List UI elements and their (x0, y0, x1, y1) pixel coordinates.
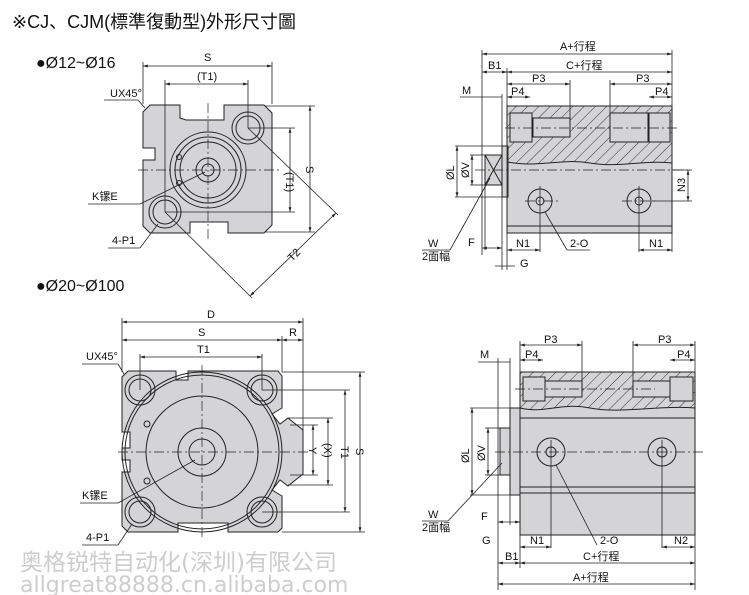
label-ports: 2-O (600, 535, 619, 547)
dim-n1: N1 (516, 238, 530, 250)
dim-p4: P4 (525, 349, 538, 361)
page-title: ※CJ、CJM(標準復動型)外形尺寸圖 (12, 12, 296, 32)
dim-n2: N2 (674, 535, 688, 547)
piston-rod-end (499, 427, 511, 476)
dim-w-note: 2面幅 (422, 250, 450, 263)
dim-v: ØV (476, 444, 488, 461)
dim-x: (X) (321, 443, 333, 458)
dim-t1-side: T1 (338, 446, 350, 459)
small-bore-front-view: ●Ø12~Ø16 S (T1) (T1) S T2 UX45° K镙E 4-P1 (36, 52, 339, 299)
dim-b1: B1 (488, 60, 501, 72)
end-plate (142, 104, 273, 234)
dim-w: W (428, 509, 439, 521)
dim-a: A+行程 (573, 571, 609, 584)
large-bore-side-view: P3 P3 P4 P4 M ØL ØV W 2面幅 F G N1 N2 2-O … (422, 334, 705, 590)
label-thread: K镙E (82, 488, 108, 502)
dim-g: G (482, 535, 491, 547)
dim-t1: (T1) (197, 71, 217, 83)
dim-f: F (481, 511, 488, 523)
dim-g: G (520, 258, 529, 270)
dim-y: Y (306, 447, 318, 455)
dim-a: A+行程 (560, 40, 596, 53)
dim-s-side: S (353, 448, 365, 455)
watermark-site: allgreat88888.cn.alibaba.com (20, 573, 348, 595)
dim-l: ØL (460, 448, 472, 463)
dim-s: S (198, 327, 205, 339)
dim-n3: N3 (676, 178, 688, 192)
dim-m: M (480, 349, 489, 361)
dim-l: ØL (445, 165, 457, 180)
dim-v: ØV (460, 161, 472, 178)
dim-w: W (428, 238, 439, 250)
dim-n1: N1 (649, 238, 663, 250)
dim-f: F (468, 237, 475, 249)
label-chamfer: UX45° (110, 88, 142, 100)
dim-c: C+行程 (566, 59, 602, 72)
dim-p3: P3 (544, 334, 557, 346)
dim-p3: P3 (532, 73, 545, 85)
large-bore-heading: ●Ø20~Ø100 (36, 278, 124, 295)
dim-p4: P4 (677, 349, 690, 361)
label-chamfer: UX45° (86, 351, 118, 363)
dim-m: M (462, 85, 471, 97)
dim-p3: P3 (636, 73, 649, 85)
label-ports: 2-O (570, 238, 589, 250)
large-bore-front-view: ●Ø20~Ø100 D S R T1 Y (X) T1 (36, 278, 365, 546)
small-bore-side-view: A+行程 B1 C+行程 P3 P3 P4 P4 M ØL ØV N3 W 2面… (422, 40, 692, 270)
dim-r: R (289, 327, 297, 339)
dim-p3: P3 (658, 334, 671, 346)
dim-p4: P4 (655, 86, 668, 98)
dim-t1-side: (T1) (283, 172, 295, 192)
dim-d: D (207, 309, 215, 321)
label-thread: K镙E (92, 189, 118, 203)
dim-t1: T1 (197, 344, 210, 356)
dim-s-side: S (303, 166, 315, 173)
dim-w-note: 2面幅 (422, 521, 450, 534)
dim-s: S (204, 52, 211, 64)
label-holes: 4-P1 (112, 235, 135, 247)
mount-holes (124, 374, 278, 528)
dim-p4: P4 (511, 86, 524, 98)
dim-n1: N1 (530, 535, 544, 547)
dim-t2: T2 (286, 247, 304, 265)
dim-b1: B1 (505, 551, 518, 563)
watermark-company: 奥格锐特自动化(深圳)有限公司 (20, 550, 337, 576)
small-bore-heading: ●Ø12~Ø16 (36, 55, 116, 72)
dim-c: C+行程 (583, 550, 619, 563)
label-holes: 4-P1 (86, 532, 109, 544)
